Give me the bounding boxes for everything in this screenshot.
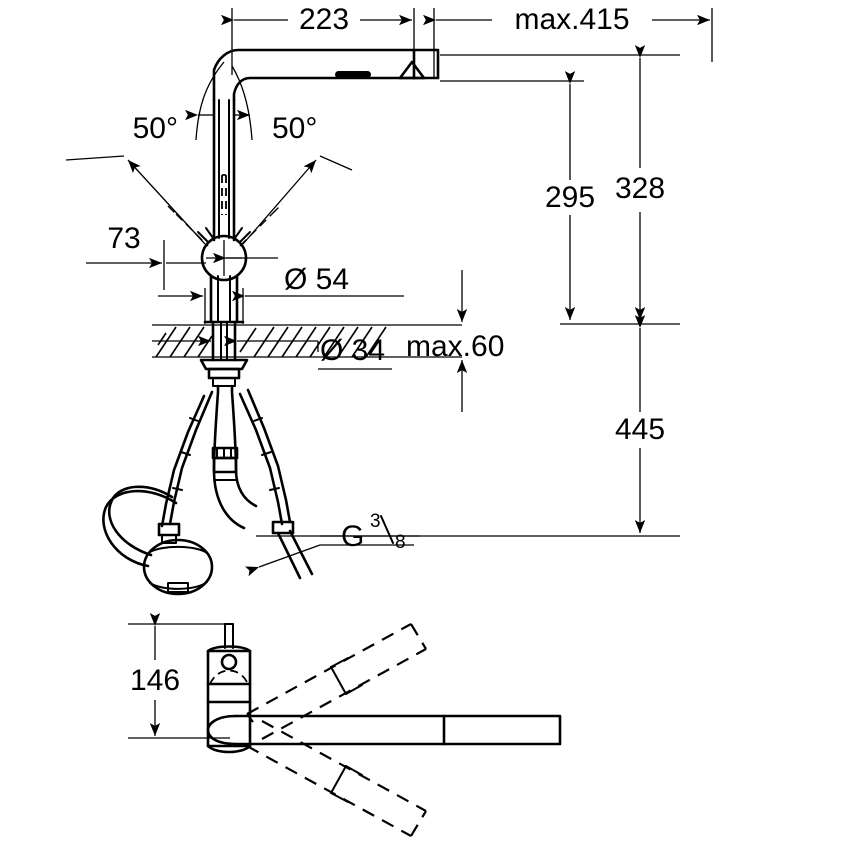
- dim-label-445: 445: [615, 413, 665, 446]
- handle-swivel-ticks: [197, 227, 251, 243]
- front-elevation-view: [197, 48, 440, 387]
- dim-label-thread-denominator: 8: [395, 532, 406, 553]
- aerator-outlet-icon: [398, 60, 426, 80]
- counterweight-guide-inner: [102, 489, 178, 568]
- mounting-washer: [199, 358, 249, 371]
- plan-swivel-lower-joint-tick: [330, 765, 363, 803]
- swivel-arc-left: [195, 61, 225, 141]
- supply-hose-right-seg-1: [253, 417, 263, 422]
- dimension-swivel-angles: 50° 50°: [65, 61, 353, 247]
- supply-hose-left-outer: [168, 390, 214, 526]
- dim-label-thread-g: G: [341, 520, 364, 553]
- hose-coupling-lower: [212, 456, 238, 474]
- dim-label-73: 73: [107, 222, 140, 255]
- dim-label-223: 223: [299, 3, 349, 36]
- leader-angle-left-dashed-tick: [167, 205, 177, 215]
- dimension-73-group: 73: [86, 222, 278, 290]
- dimension-max60-group: max.60: [406, 270, 504, 412]
- leader-angle-right-dashed: [239, 213, 273, 247]
- plan-spout-arm-base-curve: [206, 714, 238, 746]
- counterweight-clamp: [167, 582, 189, 593]
- counterweight-top-band: [149, 545, 208, 554]
- fraction-slash: [380, 515, 394, 544]
- dimension-d54-group: Ø 54: [158, 263, 404, 324]
- plan-swivel-position-lower: [246, 720, 427, 837]
- dim-label-d54: Ø 54: [284, 263, 349, 296]
- spout-bottom-profile: [232, 76, 416, 102]
- worktop-hatching-right: [239, 326, 387, 358]
- dim-label-max415: max.415: [514, 3, 629, 36]
- plan-body-top-cap: [206, 645, 252, 653]
- supply-hose-left-seg-1: [189, 417, 199, 422]
- dim-label-295: 295: [545, 181, 595, 214]
- supply-hose-right-outer: [246, 388, 292, 524]
- dimension-328-group: 328: [440, 45, 680, 320]
- dim-label-328: 328: [615, 172, 665, 205]
- dim-label-swivel-left: 50°: [133, 112, 178, 145]
- worktop-section: [152, 324, 462, 358]
- plan-swivel-upper-joint-tick: [330, 657, 363, 695]
- spout-top-profile: [212, 48, 416, 102]
- plan-body-hidden-arc: [209, 669, 249, 685]
- plan-spout-arm: [234, 714, 562, 746]
- spray-mode-button-icon: [335, 71, 371, 78]
- supply-hose-left-seg-3: [172, 487, 183, 491]
- plan-body-bottom-cap: [206, 744, 252, 754]
- dimension-d34-group: Ø 34: [152, 334, 392, 370]
- leader-g38-arrow: [245, 544, 321, 577]
- dimension-spout-reach-group: 223 max.415: [221, 3, 713, 78]
- supply-hose-right-nut: [271, 520, 295, 535]
- plan-view: 146: [128, 613, 562, 837]
- mounting-nut: [207, 367, 241, 380]
- dimension-295-group: 295: [440, 71, 595, 320]
- dim-label-max60: max.60: [406, 330, 504, 363]
- swivel-arc-right: [231, 65, 253, 141]
- supply-and-pullout-hoses: [102, 384, 314, 596]
- hose-counterweight: [142, 538, 214, 596]
- plan-lever-pivot: [220, 653, 238, 671]
- dim-label-146: 146: [130, 664, 180, 697]
- plan-body-outline: [206, 649, 252, 748]
- plan-swivel-position-upper: [246, 623, 427, 740]
- supply-hose-left-inner: [160, 394, 206, 528]
- supply-hose-right-inner: [238, 392, 284, 526]
- internal-hose-hidden-line: [221, 174, 227, 215]
- counterweight-bottom-band: [149, 581, 208, 590]
- leader-angle-left-dashed: [175, 213, 209, 247]
- dim-label-thread-numerator: 3: [370, 511, 381, 532]
- supply-hose-right-seg-3: [269, 487, 280, 491]
- supply-hose-right-seg-2: [261, 451, 272, 456]
- supply-hose-left-thread: [161, 534, 177, 544]
- dim-label-d34: Ø 34: [320, 334, 385, 367]
- leader-angle-right-dashed-tick: [271, 203, 283, 215]
- worktop-hatching-left: [155, 326, 213, 358]
- dim-label-swivel-right: 50°: [272, 112, 317, 145]
- callout-thread-g38: G 3 8: [245, 511, 420, 577]
- leader-angle-left-tail: [65, 155, 125, 161]
- supply-hose-left-seg-2: [180, 451, 191, 456]
- dimension-445-group: 445: [320, 315, 680, 537]
- leader-angle-right-tail: [319, 155, 353, 171]
- dimension-146-group: 146: [128, 613, 230, 739]
